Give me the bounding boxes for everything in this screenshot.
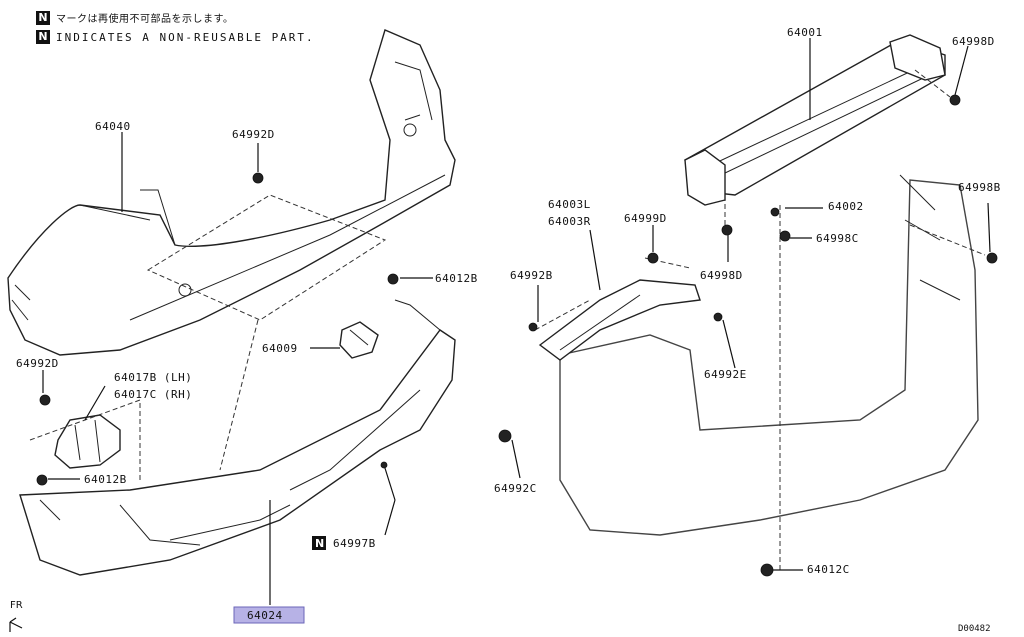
label-64012B-left[interactable]: 64012B	[84, 473, 127, 486]
clip-64992D-top[interactable]	[252, 172, 264, 184]
label-64992C[interactable]: 64992C	[494, 482, 537, 495]
assembly-line	[146, 194, 387, 321]
non-reusable-symbol-letter: N	[315, 537, 324, 550]
leader-lines	[42, 38, 991, 605]
label-64997B[interactable]: 64997B	[333, 537, 376, 550]
bolt-64998D-top[interactable]	[949, 94, 961, 106]
assembly-line	[534, 299, 591, 331]
label-64003L[interactable]: 64003L	[548, 198, 591, 211]
label-64017B[interactable]: 64017B (LH)	[114, 371, 192, 384]
bolt-64998C[interactable]	[779, 230, 791, 242]
bracket-64003[interactable]	[538, 279, 701, 361]
label-64992E[interactable]: 64992E	[704, 368, 747, 381]
non-reusable-symbol	[312, 536, 326, 550]
bolt-64998D-mid[interactable]	[721, 224, 733, 236]
nut-64002[interactable]	[770, 207, 780, 217]
clip-64992C[interactable]	[498, 429, 512, 443]
label-64012C[interactable]: 64012C	[807, 563, 850, 576]
highlight-box	[233, 606, 305, 624]
clip-64992E[interactable]	[713, 312, 723, 322]
diagram-code: D00482	[958, 624, 991, 634]
label-64009[interactable]: 64009	[262, 342, 298, 355]
orientation-label: FR	[10, 600, 23, 611]
label-64001[interactable]: 64001	[787, 26, 823, 39]
label-64002[interactable]: 64002	[828, 200, 864, 213]
assembly-line	[29, 399, 141, 480]
bumper-face-upper[interactable]	[7, 29, 456, 356]
label-64017C[interactable]: 64017C (RH)	[114, 388, 192, 401]
bracket-64009[interactable]	[339, 321, 379, 359]
pin-64997B[interactable]	[380, 461, 396, 501]
label-64992D-left[interactable]: 64992D	[16, 357, 59, 370]
label-64992D-top[interactable]: 64992D	[232, 128, 275, 141]
clip-64992D-left[interactable]	[39, 394, 51, 406]
legend-japanese: N マークは再使用不可部品を示します。	[36, 10, 234, 25]
label-64040[interactable]: 64040	[95, 120, 131, 133]
label-64024[interactable]: 64024	[247, 609, 283, 622]
label-64999D[interactable]: 64999D	[624, 212, 667, 225]
clip-64012B-left[interactable]	[36, 474, 48, 486]
bolt-64998B[interactable]	[986, 252, 998, 264]
label-64998C[interactable]: 64998C	[816, 232, 859, 245]
clip-64012B-top[interactable]	[387, 273, 399, 285]
label-64998B[interactable]: 64998B	[958, 181, 1001, 194]
legend-english: N INDICATES A NON-REUSABLE PART.	[36, 30, 315, 44]
assembly-line	[219, 319, 259, 471]
label-64998D-mid[interactable]: 64998D	[700, 269, 743, 282]
label-64012B-top[interactable]: 64012B	[435, 272, 478, 285]
body-rear-panel	[559, 174, 979, 536]
clip-64012C[interactable]	[760, 563, 774, 577]
label-64992B[interactable]: 64992B	[510, 269, 553, 282]
non-reusable-symbol: N	[36, 30, 50, 44]
label-64998D-top[interactable]: 64998D	[952, 35, 995, 48]
clip-64992B[interactable]	[528, 322, 538, 332]
label-64003R[interactable]: 64003R	[548, 215, 591, 228]
non-reusable-symbol: N	[36, 10, 50, 25]
legend-english-text: INDICATES A NON-REUSABLE PART.	[56, 30, 315, 44]
reinforcement-64001[interactable]	[684, 34, 946, 206]
legend-japanese-text: マークは再使用不可部品を示します。	[56, 14, 234, 25]
clip-64999D[interactable]	[647, 252, 659, 264]
assembly-line	[909, 224, 986, 256]
bumper-cover-lower[interactable]	[19, 299, 456, 576]
assembly-line	[914, 69, 951, 98]
side-bracket-64017[interactable]	[54, 414, 121, 469]
front-direction-arrow	[9, 617, 23, 632]
